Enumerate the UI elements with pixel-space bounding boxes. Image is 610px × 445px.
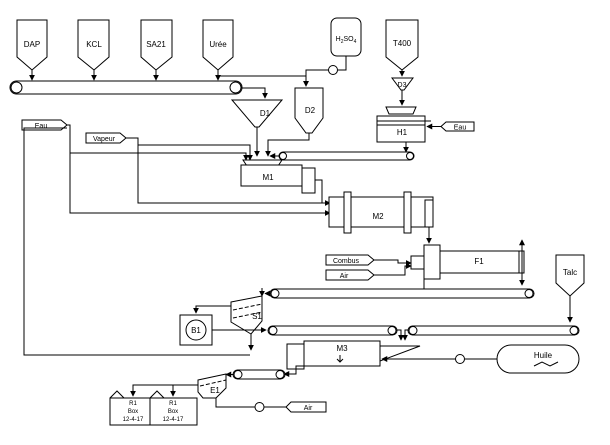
conveyor-m3 bbox=[225, 369, 286, 380]
funnel-d1-label: D1 bbox=[260, 109, 271, 118]
funnel-d3: D3 bbox=[391, 77, 414, 106]
drum-m2: M2 bbox=[328, 191, 434, 244]
tank-h2so4-label: H2SO4 bbox=[336, 36, 357, 45]
box-1-line1: R1 bbox=[129, 401, 137, 407]
screen-s1-label: S1 bbox=[252, 312, 262, 321]
drum-m2-label: M2 bbox=[372, 212, 384, 221]
box-1-line2: Box bbox=[128, 409, 138, 415]
equipment-h1: H1 bbox=[376, 106, 431, 153]
tank-huile-label: Huile bbox=[534, 351, 553, 360]
equipment-e1: E1 bbox=[130, 373, 255, 408]
box-1: R1 Box 12-4-17 bbox=[109, 390, 158, 426]
coater-m3: M3 bbox=[283, 340, 421, 377]
coater-m3-label: M3 bbox=[336, 344, 348, 353]
input-eau-right: Eau bbox=[426, 121, 475, 132]
input-combus: Combus bbox=[325, 254, 412, 266]
screen-s1: S1 bbox=[193, 288, 265, 351]
funnel-d1: D1 bbox=[230, 99, 284, 157]
hopper-talc-label: Talc bbox=[563, 268, 577, 277]
funnel-d3-label: D3 bbox=[398, 82, 407, 89]
hopper-talc: Talc bbox=[555, 254, 585, 323]
conveyor-talc bbox=[402, 325, 580, 341]
hopper-t400-label: T400 bbox=[393, 39, 412, 48]
pump-huile-icon bbox=[455, 354, 465, 364]
input-eau-right-label: Eau bbox=[454, 125, 467, 132]
pump-h2so4-icon bbox=[328, 65, 338, 75]
input-air-e1-label: Air bbox=[304, 405, 313, 412]
input-vapeur: Vapeur bbox=[85, 132, 127, 144]
input-eau-left-label: Eau bbox=[35, 123, 48, 130]
box-2-line1: R1 bbox=[169, 401, 177, 407]
hopper-kcl-label: KCL bbox=[86, 40, 102, 49]
box-2-line2: Box bbox=[168, 409, 178, 415]
dryer-f1: F1 bbox=[410, 239, 525, 292]
crusher-b1-label: B1 bbox=[191, 326, 201, 335]
tank-h2so4: H2SO4 bbox=[303, 17, 362, 87]
input-combus-label: Combus bbox=[333, 258, 360, 265]
input-air-e1: Air bbox=[254, 401, 327, 413]
hopper-d2: D2 bbox=[265, 87, 324, 157]
equipment-h1-label: H1 bbox=[397, 128, 408, 137]
input-air-f1: Air bbox=[325, 263, 412, 281]
box-1-line3: 12-4-17 bbox=[123, 417, 144, 423]
conveyor-top bbox=[9, 80, 243, 95]
crusher-b1: B1 bbox=[179, 314, 267, 346]
hopper-t400: T400 bbox=[385, 19, 419, 77]
conveyor-f1 bbox=[264, 288, 535, 299]
dryer-f1-label: F1 bbox=[474, 257, 484, 266]
hopper-kcl: KCL bbox=[77, 19, 110, 81]
hopper-sa21: SA21 bbox=[140, 19, 173, 81]
hopper-dap-label: DAP bbox=[24, 40, 40, 49]
conveyor-h1 bbox=[269, 151, 415, 161]
hopper-uree-label: Urée bbox=[209, 40, 227, 49]
tank-huile: Huile bbox=[381, 344, 580, 374]
equipment-e1-label: E1 bbox=[210, 386, 220, 395]
input-vapeur-label: Vapeur bbox=[93, 136, 116, 143]
input-air-f1-label: Air bbox=[340, 273, 349, 280]
hopper-sa21-label: SA21 bbox=[146, 40, 166, 49]
box-2-line3: 12-4-17 bbox=[163, 417, 184, 423]
hopper-d2-label: D2 bbox=[305, 106, 316, 115]
conveyor-s1 bbox=[267, 325, 404, 341]
mixer-m1: M1 bbox=[240, 159, 330, 204]
pump-air-icon bbox=[254, 402, 265, 412]
mixer-m1-label: M1 bbox=[262, 173, 274, 182]
hopper-dap: DAP bbox=[16, 19, 48, 81]
box-2: R1 Box 12-4-17 bbox=[149, 390, 198, 426]
hopper-uree: Urée bbox=[202, 19, 234, 81]
